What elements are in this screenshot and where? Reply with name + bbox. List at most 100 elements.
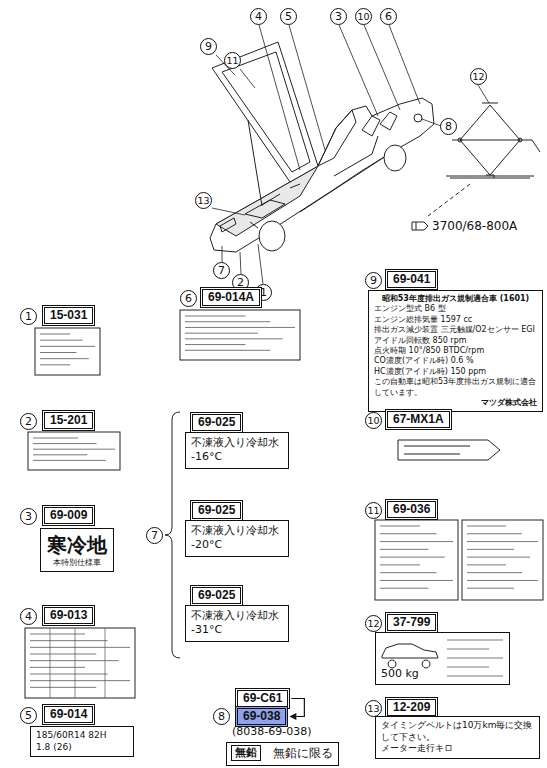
- label-text: 12: [367, 619, 379, 629]
- label-text: タイミングベルトは10万km毎に交換して下さい。: [381, 720, 534, 743]
- door-line: [300, 136, 395, 212]
- part-number-box: 15-201: [42, 410, 95, 431]
- label-panel: 不凍液入り冷却水 -16°C: [185, 432, 289, 469]
- label-text: 昭和53年度排出ガス規制適合車 (1601): [374, 294, 537, 304]
- fine-print: [33, 449, 115, 450]
- label-text: 7: [218, 265, 225, 276]
- pointing-hand: [412, 222, 428, 230]
- callout-number: 8: [440, 118, 457, 135]
- label-text: 1.8 (26): [36, 742, 128, 754]
- callout-number: 12: [365, 615, 382, 632]
- connector: [289, 699, 304, 721]
- label-text: 11: [226, 56, 238, 66]
- label-panel: 昭和53年度排出ガス規制適合車 (1601)エンジン型式 B6 型エンジン総排気…: [368, 290, 543, 412]
- jack-label-car-icon: [382, 644, 438, 668]
- label-text: 9: [205, 41, 212, 52]
- label-text: 12: [472, 72, 484, 82]
- callout-number: 2: [20, 413, 37, 430]
- label-panel: 無鉛に限る 無鉛: [226, 742, 339, 766]
- label-text: 5: [25, 710, 32, 721]
- fine-print: [33, 460, 106, 461]
- fine-print: [447, 676, 503, 677]
- label-text: 69-025: [198, 588, 235, 603]
- fine-print: [380, 526, 420, 527]
- callout-number: 6: [380, 8, 397, 25]
- fine-print: [380, 564, 420, 565]
- label-outline: [180, 310, 300, 360]
- label-text: 15-201: [50, 413, 87, 428]
- fine-print: [185, 338, 283, 339]
- fine-print: [467, 557, 530, 558]
- label-text: 9: [370, 275, 377, 286]
- callout-number: 7: [213, 262, 230, 279]
- label-text: 10: [367, 416, 379, 426]
- label-text: 排出ガス減少装置 三元触媒/O2センサー EGI: [374, 325, 537, 335]
- part-number-box: 69-041: [385, 269, 438, 290]
- label-text: 1: [25, 311, 32, 322]
- label-text: 15-031: [50, 308, 87, 323]
- label-text: 67-MX1A: [393, 412, 444, 427]
- label-text: 不凍液入り冷却水 -31°C: [191, 609, 283, 638]
- fine-print: [30, 687, 96, 688]
- fine-print: [467, 564, 506, 565]
- reference-label: (8038-69-038): [232, 725, 312, 738]
- callout-number: 9: [200, 38, 217, 55]
- label-outline: [462, 520, 543, 600]
- fine-print: [30, 640, 108, 641]
- leader-lines: [212, 25, 489, 284]
- fine-print: [467, 549, 514, 550]
- fine-print: [380, 541, 453, 542]
- label-text: 8: [445, 121, 452, 132]
- fine-print: [467, 526, 506, 527]
- fine-print: [380, 549, 428, 550]
- fine-print: [33, 454, 87, 455]
- callout-number: 7: [146, 527, 163, 544]
- label-text: 不凍液入り冷却水 -20°C: [191, 524, 283, 553]
- label-text: 69-041: [393, 272, 430, 287]
- label-text: 69-009: [50, 508, 87, 523]
- label-text: 3: [335, 11, 342, 22]
- label-artwork: [25, 310, 543, 698]
- label-text: 500 kg: [381, 667, 504, 681]
- callout-number: 13: [195, 192, 212, 209]
- fine-print: [380, 557, 445, 558]
- callout-number: 13: [365, 700, 382, 717]
- fine-print: [30, 680, 130, 681]
- fine-print: [185, 333, 258, 334]
- label-panel: タイミングベルトは10万km毎に交換して下さい。メーター走行キロ: [375, 716, 540, 759]
- label-text: 185/60R14 82H: [36, 730, 128, 742]
- fine-print: [185, 316, 246, 317]
- label-text: 無鉛に限る: [273, 746, 333, 762]
- part-number-box: 69-025: [190, 585, 243, 606]
- label-text: この自動車は昭和53年度排出ガス規制に適合しています。: [374, 377, 537, 398]
- part-number-box: 12-209: [385, 697, 438, 718]
- label-text: アイドル回転数 850 rpm: [374, 336, 537, 346]
- hood-stay: [248, 120, 262, 206]
- label-text: エンジン総排気量 1597 cc: [374, 315, 537, 325]
- callout-number: 3: [20, 508, 37, 525]
- label-text: 69-025: [198, 415, 235, 430]
- callout-number: 9: [365, 272, 382, 289]
- fine-print: [467, 580, 538, 581]
- part-number-box: 69-025: [190, 412, 243, 433]
- label-text: 3: [25, 511, 32, 522]
- front-wheel: [259, 221, 285, 251]
- label-panel: 185/60R14 82H1.8 (26): [30, 726, 134, 757]
- hood-inner: [222, 52, 310, 172]
- callout-number: 1: [20, 308, 37, 325]
- label-text: 無鉛: [235, 746, 257, 760]
- label-text: メーター走行キロ: [381, 743, 534, 755]
- callout-number: 5: [20, 707, 37, 724]
- fine-print: [33, 438, 78, 439]
- tag-label: [398, 440, 500, 460]
- callout-number: 4: [20, 608, 37, 625]
- arrowhead: [289, 713, 296, 720]
- label-text: 5: [285, 11, 292, 22]
- fine-print: [40, 364, 70, 365]
- part-number-box: 69-014: [42, 704, 95, 725]
- group-bracket: [165, 412, 180, 658]
- label-text: 12-209: [393, 700, 430, 715]
- label-outline: [28, 432, 120, 470]
- label-text: 69-025: [198, 503, 235, 518]
- fine-print: [40, 340, 83, 341]
